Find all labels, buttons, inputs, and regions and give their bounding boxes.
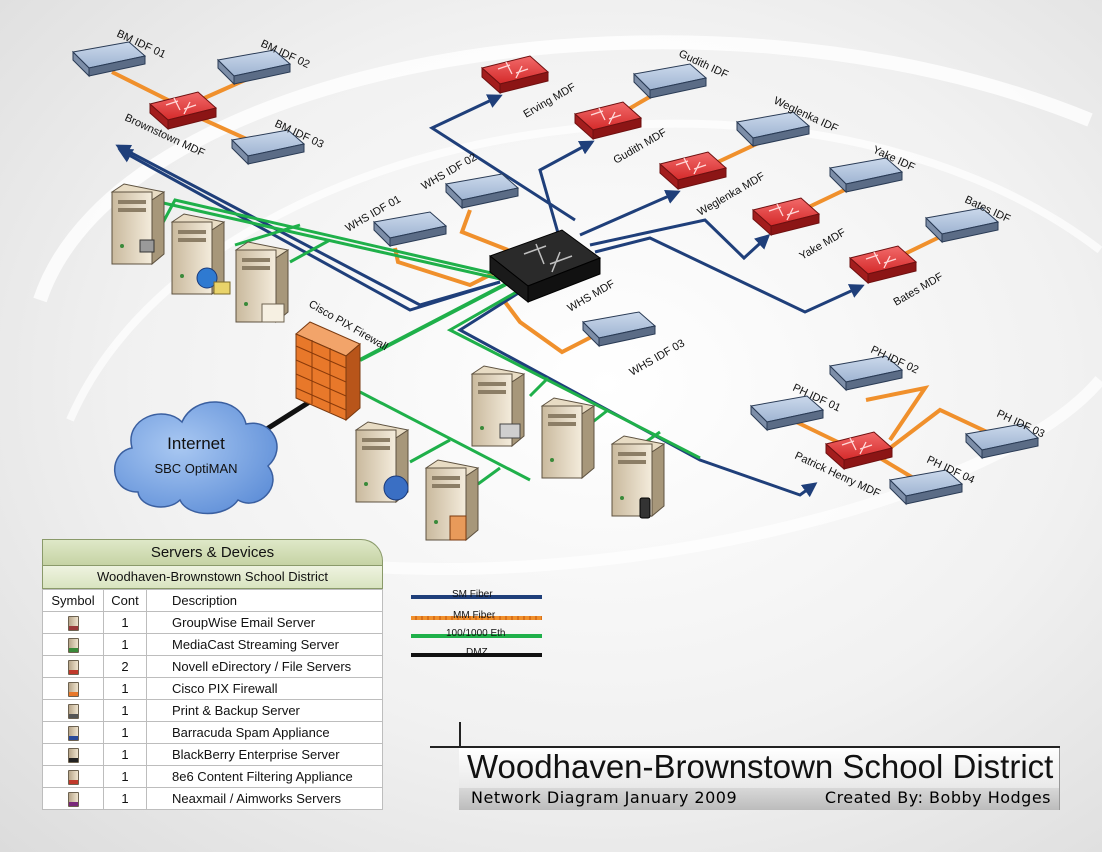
legend-description: MediaCast Streaming Server [146,633,383,656]
whs-idf-02-switch-icon [445,173,519,209]
sm-fiber-line-swatch [411,595,542,599]
server-symbol-icon [67,747,79,763]
legend-symbol [42,787,104,810]
legend-count: 1 [103,611,147,634]
internet-cloud-icon [114,401,278,515]
author-credit: Created By: Bobby Hodges [824,788,1051,807]
legend-description: Novell eDirectory / File Servers [146,655,383,678]
barracuda-server-icon [541,397,595,479]
server-symbol-icon [67,659,79,675]
title-band [459,788,1059,810]
weglenka-mdf-router-icon [659,151,727,190]
legend-description: GroupWise Email Server [146,611,383,634]
server-symbol-icon [67,769,79,785]
legend-description: BlackBerry Enterprise Server [146,743,383,766]
globe-icon [383,475,409,501]
mail-icon [449,515,467,541]
legend-count: 1 [103,699,147,722]
blackberry-server-icon [611,435,665,517]
globe-icon [196,267,218,289]
legend-title: Servers & Devices [42,539,383,565]
legend-count: 1 [103,677,147,700]
legend-count: 1 [103,633,147,656]
legend-count: 1 [103,743,147,766]
label-whs-idf-03: WHS IDF 03 [628,337,687,378]
server-symbol-icon [67,681,79,697]
legend-symbol [42,633,104,656]
internet-provider: SBC OptiMAN [154,461,237,476]
legend-count: 1 [103,721,147,744]
whs-mdf-core-switch-icon [488,229,602,304]
groupwise-server-icon [111,183,165,265]
legend-symbol [42,677,104,700]
ethernet-label: 100/1000 Eth [446,628,506,639]
blackberry-phone-icon [639,497,651,519]
legend-symbol [42,655,104,678]
server-symbol-icon [67,703,79,719]
legend-symbol [42,765,104,788]
legend-symbol [42,721,104,744]
erving-mdf-router-icon [481,55,549,94]
column-header-count: Cont [103,589,147,612]
label-bates-mdf: Bates MDF [892,271,946,309]
diagram-subtitle: Network Diagram January 2009 [471,788,738,807]
whs-idf-01-switch-icon [373,211,447,247]
internet-title: Internet [167,434,225,453]
yake-mdf-router-icon [752,197,820,236]
label-yake-mdf: Yake MDF [798,226,849,262]
document-icon [261,303,285,323]
server-symbol-icon [67,637,79,653]
title-block: Woodhaven-Brownstown School District Net… [459,748,1060,810]
server-symbol-icon [67,791,79,807]
printer-icon [499,423,521,439]
legend-description: Cisco PIX Firewall [146,677,383,700]
whs-idf-03-switch-icon [582,311,656,347]
legend-description: Barracuda Spam Appliance [146,721,383,744]
server-symbol-icon [67,615,79,631]
legend-description: Neaxmail / Aimworks Servers [146,787,383,810]
title-rule-horizontal [430,746,1060,748]
legend-description: 8e6 Content Filtering Appliance [146,765,383,788]
legend-subtitle: Woodhaven-Brownstown School District [42,565,383,589]
cisco-pix-firewall-icon [295,321,361,422]
mm-fiber-label: MM Fiber [453,610,496,621]
dmz-label: DMZ [466,647,488,658]
ethernet-line-swatch [411,634,542,638]
legend-description: Print & Backup Server [146,699,383,722]
servers-devices-legend: Servers & Devices Woodhaven-Brownstown S… [42,539,383,810]
dmz-line-swatch [411,653,542,657]
column-header-description: Description [146,589,383,612]
legend-count: 1 [103,787,147,810]
folder-icon [213,281,231,295]
legend-symbol [42,743,104,766]
gudith-idf-switch-icon [633,63,707,99]
sm-fiber-label: SM Fiber [452,589,493,600]
workstation-icon [139,239,155,253]
legend-count: 2 [103,655,147,678]
mm-fiber-line-swatch [411,616,542,620]
page-title: Woodhaven-Brownstown School District [467,748,1054,785]
legend-symbol [42,699,104,722]
column-header-symbol: Symbol [42,589,104,612]
legend-symbol [42,611,104,634]
patrick-henry-mdf-router-icon [825,431,893,470]
legend-count: 1 [103,765,147,788]
label-erving-mdf: Erving MDF [522,81,579,121]
server-symbol-icon [67,725,79,741]
